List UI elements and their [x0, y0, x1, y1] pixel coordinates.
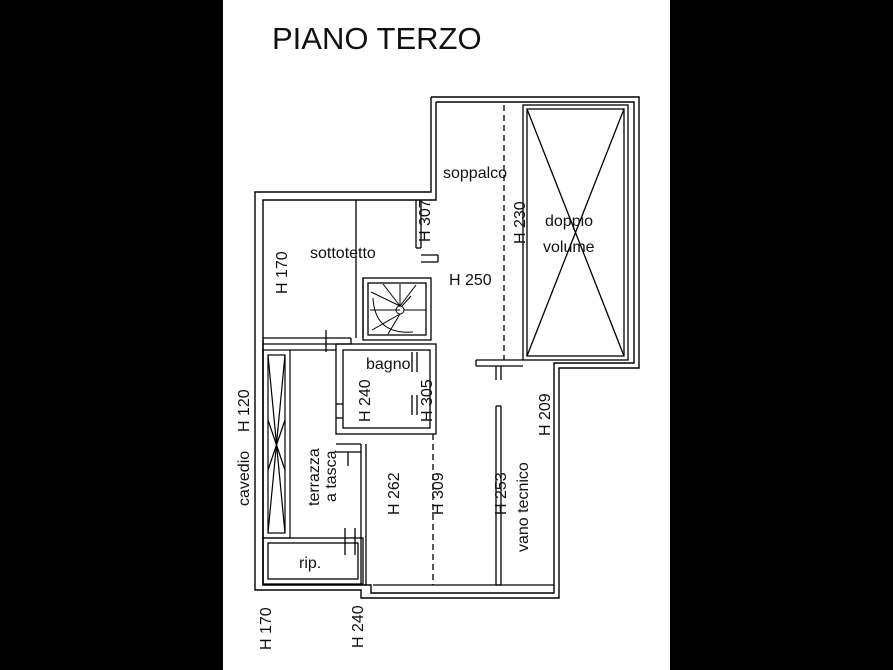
- height-h307: H 307: [417, 199, 434, 242]
- bagno-walls: [335, 343, 437, 435]
- label-sottotetto: sottotetto: [310, 245, 376, 262]
- drawing-sheet: PIANO TERZO: [223, 0, 670, 670]
- label-cavedio: cavedio: [236, 451, 253, 506]
- sottotetto-walls: [263, 200, 439, 352]
- label-soppalco: soppalco: [443, 165, 507, 182]
- height-h240-bottom: H 240: [350, 605, 367, 648]
- height-h250: H 250: [449, 272, 492, 289]
- floor-plan: PIANO TERZO: [236, 21, 640, 650]
- height-h170-top: H 170: [274, 251, 291, 294]
- vano-tecnico-walls: [373, 366, 554, 586]
- plan-title: PIANO TERZO: [272, 21, 482, 56]
- height-h209: H 209: [537, 393, 554, 436]
- height-h262: H 262: [386, 472, 403, 515]
- terrazza-walls: [262, 349, 367, 585]
- label-rip: rip.: [299, 555, 321, 572]
- spiral-stair: [370, 283, 426, 335]
- label-doppio: doppio: [545, 213, 593, 230]
- soppalco-area: [475, 104, 629, 367]
- height-h120: H 120: [236, 389, 253, 432]
- label-volume: volume: [543, 239, 595, 256]
- label-vano-tecnico: vano tecnico: [515, 462, 532, 552]
- height-h170-bottom: H 170: [258, 607, 275, 650]
- label-terrazza: terrazza: [306, 448, 323, 506]
- cavedio: [262, 349, 291, 539]
- height-h309: H 309: [430, 472, 447, 515]
- height-h230: H 230: [512, 201, 529, 244]
- label-a-tasca: a tasca: [323, 450, 340, 502]
- height-h240-bagno: H 240: [357, 379, 374, 422]
- height-h253: H 253: [493, 472, 510, 515]
- height-h305: H 305: [419, 379, 436, 422]
- label-bagno: bagno: [366, 356, 411, 373]
